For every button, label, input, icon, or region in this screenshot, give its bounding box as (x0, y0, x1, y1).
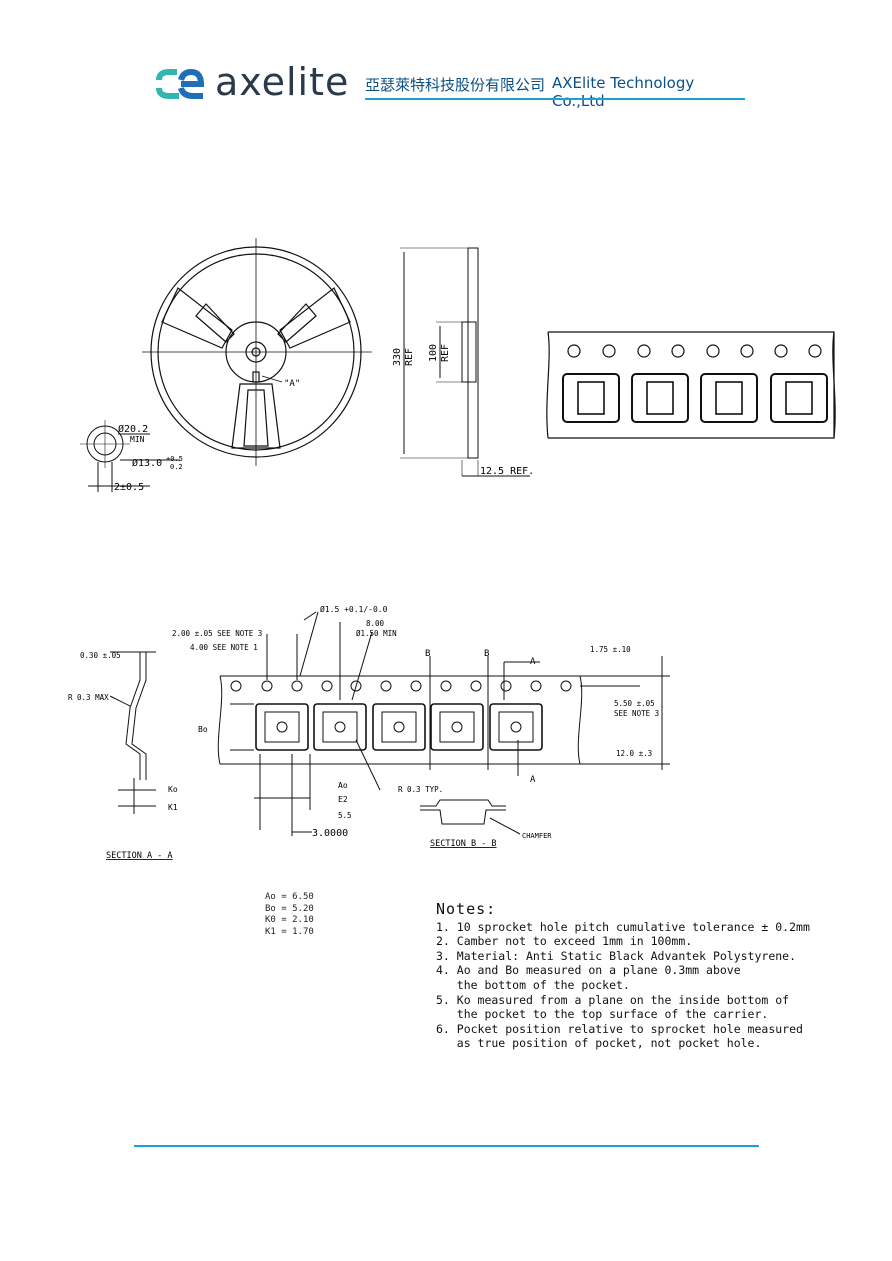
hole-dia-label: Ø1.5 +0.1/-0.0 (320, 604, 388, 614)
page-header: axelite 亞瑟萊特科技股份有限公司 AXElite Technology … (155, 60, 745, 110)
note-line: 1. 10 sprocket hole pitch cumulative tol… (436, 919, 810, 934)
note-line: the pocket to the top surface of the car… (436, 1007, 769, 1022)
reel-drawing: "A" Ø20.2 MIN Ø13.0 +0.5 0.2 2±0.5 330 R… (80, 238, 836, 493)
reel-window-right-inner (277, 303, 317, 343)
hub-diameter-label: Ø20.2 (118, 423, 148, 435)
dimension-row: K1 = 1.70 (265, 926, 314, 937)
carrier-tape-drawing: 2.00 ±.05 SEE NOTE 3 4.00 SEE NOTE 1 Ø1.… (68, 604, 670, 861)
tape-outline (220, 675, 580, 765)
reel-window-left (161, 287, 233, 349)
note-line: 3. Material: Anti Static Black Advantek … (436, 948, 797, 963)
arbor-tol-minus: 0.2 (170, 463, 183, 471)
ko-label: Ko (168, 785, 178, 794)
arbor-diameter-label: Ø13.0 (132, 457, 162, 469)
reel-width-dim: 12.5 REF. (480, 466, 534, 477)
note-line: 4. Ao and Bo measured on a plane 0.3mm a… (436, 963, 741, 978)
axelite-logo-icon (156, 68, 205, 99)
reel-hub-dim: 100 (428, 344, 439, 362)
reel-outer-dim: 330 (392, 348, 403, 366)
reel-window-bottom-inner (243, 389, 269, 447)
bo-label: Bo (198, 725, 208, 734)
section-aa-title: SECTION A - A (106, 851, 173, 861)
section-a-marker: A (530, 657, 536, 667)
ao-label: Ao (338, 781, 348, 790)
section-bb-profile (420, 809, 506, 825)
dimension-row: K0 = 2.10 (265, 915, 314, 925)
sprocket-pitch-label: 4.00 SEE NOTE 1 (190, 643, 258, 652)
note-line: 2. Camber not to exceed 1mm in 100mm. (436, 934, 693, 949)
company-name-english: AXElite Technology Co.,Ltd (552, 74, 695, 110)
hub-min-label: MIN (130, 435, 145, 444)
r-typ-label: R 0.3 TYP. (398, 785, 443, 794)
section-aa-profile (125, 652, 141, 780)
chamfer-label: CHAMFER (522, 832, 552, 840)
pitch-label: 2.00 ±.05 SEE NOTE 3 (172, 629, 262, 638)
see-note3-label: SEE NOTE 3 (614, 709, 659, 718)
dimension-table: Ao = 6.50 Bo = 5.20 K0 = 2.10 K1 = 1.70 (265, 892, 314, 938)
reel-side-flange (467, 247, 479, 459)
pocket-pitch-label: 8.00 (366, 619, 385, 628)
notes-block: Notes: 1. 10 sprocket hole pitch cumulat… (436, 902, 836, 1051)
radius-max-label: R 0.3 MAX (68, 693, 109, 702)
k1-label: K1 (168, 803, 178, 812)
reel-outer-ref: REF (404, 348, 415, 366)
reel-hub-ref: REF (440, 344, 451, 362)
reel-side-hub (461, 321, 477, 383)
notes-title: Notes: (436, 900, 497, 918)
section-bb-title: SECTION B - B (430, 839, 497, 849)
dimension-row: Ao = 6.50 (265, 892, 314, 902)
detail-a-label: "A" (284, 379, 300, 389)
section-b-marker-2: B (484, 649, 489, 659)
note-line: as true position of pocket, not pocket h… (436, 1036, 762, 1051)
reel-window-bottom (231, 383, 281, 449)
note-line: 5. Ko measured from a plane on the insid… (436, 992, 790, 1007)
e2-label: E2 (338, 795, 348, 804)
section-b-marker: B (425, 649, 430, 659)
section-a-marker-2: A (530, 775, 536, 785)
reel-window-right (279, 287, 351, 349)
footer-divider (134, 1145, 759, 1147)
thickness-label: 0.30 ±.05 (80, 651, 121, 660)
edge-label: 1.75 ±.10 (590, 645, 631, 654)
dimension-row: Bo = 5.20 (265, 903, 314, 914)
arbor-tol-plus: +0.5 (166, 455, 183, 463)
track-label: 5.50 ±.05 (614, 699, 655, 708)
dim-55-label: 5.5 (338, 811, 352, 820)
note-line: the bottom of the pocket. (436, 977, 630, 992)
company-name-chinese: 亞瑟萊特科技股份有限公司 (365, 76, 546, 94)
header-divider (365, 98, 745, 100)
logo-wordmark: axelite (215, 60, 350, 104)
note-line: 6. Pocket position relative to sprocket … (436, 1021, 803, 1036)
tape-width-label: 12.0 ±.3 (616, 749, 652, 758)
pocket-hole-label: Ø1.50 MIN (356, 629, 397, 638)
reel-window-left-inner (195, 303, 235, 343)
key-width-label: 2±0.5 (114, 482, 144, 493)
dim-3-label: 3.0000 (312, 828, 348, 839)
